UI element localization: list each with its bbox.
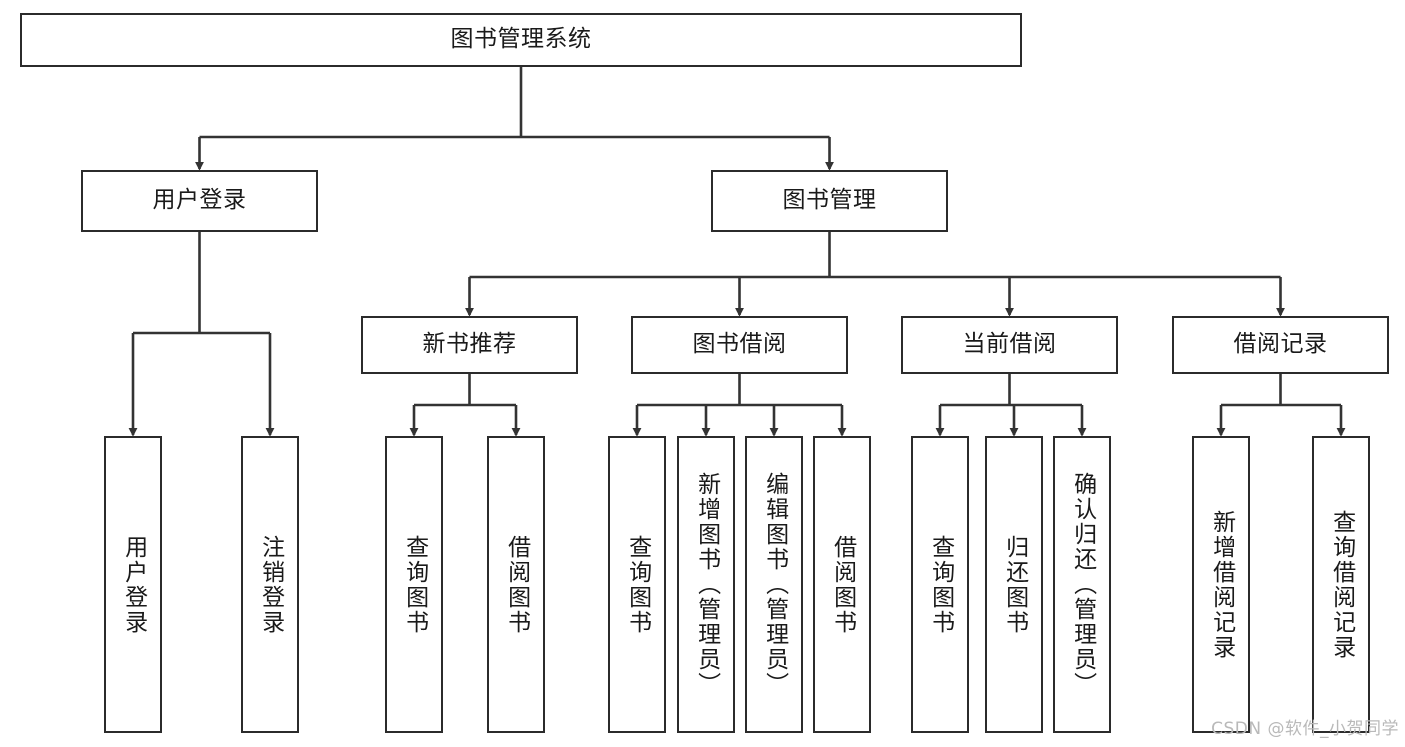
leaf-node-label-8: 查询图书: [927, 534, 954, 635]
level2-node-label-3: 借阅记录: [1233, 331, 1328, 358]
csdn-watermark: CSDN @软件_小贺同学: [1211, 719, 1399, 739]
leaf-node-box-0[interactable]: 用户登录: [104, 436, 162, 733]
leaf-node-box-6[interactable]: 编辑图书（管理员）: [745, 436, 803, 733]
level1-node-label-0: 用户登录: [152, 187, 247, 214]
level2-node-label-2: 当前借阅: [962, 331, 1057, 358]
leaf-node-label-12: 查询借阅记录: [1328, 509, 1355, 660]
leaf-node-label-0: 用户登录: [120, 534, 147, 635]
leaf-node-label-3: 借阅图书: [503, 534, 530, 635]
leaf-node-box-3[interactable]: 借阅图书: [487, 436, 545, 733]
leaf-node-label-5: 新增图书（管理员）: [693, 472, 720, 697]
leaf-node-box-5[interactable]: 新增图书（管理员）: [677, 436, 735, 733]
leaf-node-box-9[interactable]: 归还图书: [985, 436, 1043, 733]
leaf-node-box-10[interactable]: 确认归还（管理员）: [1053, 436, 1111, 733]
leaf-node-box-7[interactable]: 借阅图书: [813, 436, 871, 733]
root-node-box-0[interactable]: 图书管理系统: [20, 13, 1022, 67]
leaf-node-label-6: 编辑图书（管理员）: [761, 472, 788, 697]
leaf-node-label-7: 借阅图书: [829, 534, 856, 635]
leaf-node-label-10: 确认归还（管理员）: [1069, 472, 1096, 697]
level1-node-box-0[interactable]: 用户登录: [81, 170, 318, 232]
leaf-node-box-11[interactable]: 新增借阅记录: [1192, 436, 1250, 733]
level1-node-label-1: 图书管理: [782, 187, 877, 214]
leaf-node-box-12[interactable]: 查询借阅记录: [1312, 436, 1370, 733]
leaf-node-box-1[interactable]: 注销登录: [241, 436, 299, 733]
level2-node-box-2[interactable]: 当前借阅: [901, 316, 1118, 374]
leaf-node-box-8[interactable]: 查询图书: [911, 436, 969, 733]
level2-node-box-0[interactable]: 新书推荐: [361, 316, 578, 374]
leaf-node-label-2: 查询图书: [401, 534, 428, 635]
level2-node-label-1: 图书借阅: [692, 331, 787, 358]
level1-node-box-1[interactable]: 图书管理: [711, 170, 948, 232]
level2-node-box-1[interactable]: 图书借阅: [631, 316, 848, 374]
leaf-node-label-9: 归还图书: [1001, 534, 1028, 635]
root-node-label-0: 图书管理系统: [450, 26, 592, 53]
level2-node-box-3[interactable]: 借阅记录: [1172, 316, 1389, 374]
leaf-node-label-11: 新增借阅记录: [1208, 509, 1235, 660]
leaf-node-label-1: 注销登录: [257, 534, 284, 635]
level2-node-label-0: 新书推荐: [422, 331, 517, 358]
leaf-node-box-2[interactable]: 查询图书: [385, 436, 443, 733]
leaf-node-box-4[interactable]: 查询图书: [608, 436, 666, 733]
leaf-node-label-4: 查询图书: [624, 534, 651, 635]
